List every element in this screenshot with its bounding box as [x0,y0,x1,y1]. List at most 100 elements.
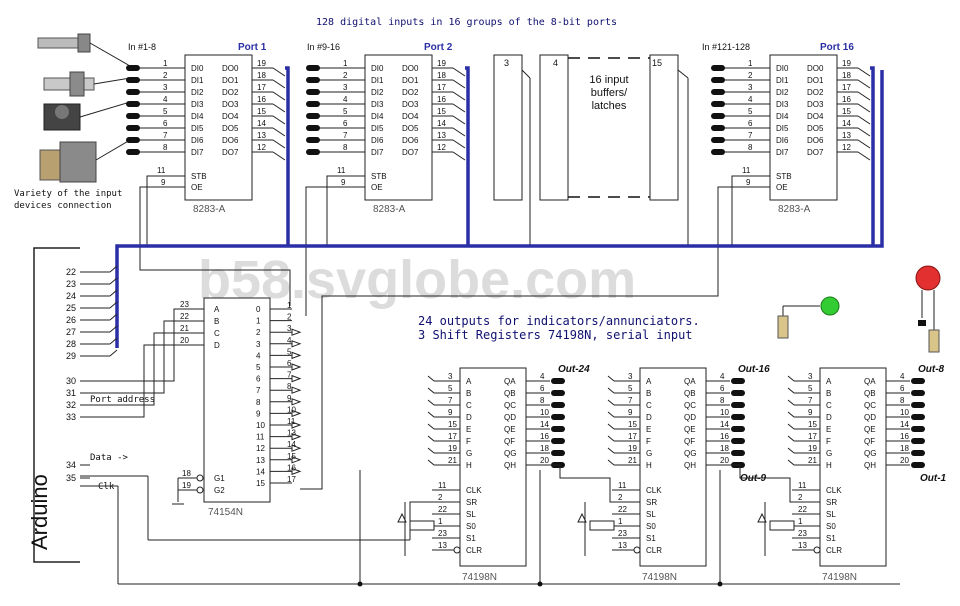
out-top-label: Out-16 [738,364,770,375]
port-right-pin-number: 14 [437,119,446,128]
decoder-output-label: 8 [256,398,261,407]
sr-input-slash [607,387,615,394]
sr-output-pad [911,462,925,468]
bus-fan-wire [109,301,118,309]
sr-right-label: QA [684,377,696,386]
port-di-label: DI6 [776,136,789,145]
sr-ctrl-label: CLK [466,486,482,495]
sr-right-label: QF [684,437,695,446]
decoder-output-label: 13 [256,456,265,465]
sr-input-slash [427,399,435,406]
port-left-pin-number: 1 [343,59,348,68]
sr-right-label: QC [684,401,696,410]
sr-output-pad [551,450,565,456]
serial-data-wire [409,501,432,540]
decoder-output-pin: 3 [287,324,292,333]
sr-right-label: QF [504,437,515,446]
rotary-switch-icon [39,139,131,183]
out-top-label: Out-8 [918,364,945,375]
sr-right-label: QD [864,413,876,422]
sr-right-label: QE [864,425,876,434]
sr-ctrl-pin: 1 [618,517,623,526]
port-input-pad [126,65,140,71]
sr-left-pin: 21 [628,456,637,465]
port-do-label: DO5 [222,124,239,133]
outputs-note-line1: 24 outputs for indicators/annunciators. [418,314,700,328]
decoder-output-label: 9 [256,409,261,418]
sr-output-pad [911,390,925,396]
port-output-bend [272,79,286,89]
decoder-g-label: G2 [214,486,225,495]
sr-right-pin: 6 [900,384,905,393]
sr-right-pin: 14 [900,420,909,429]
sr-input-slash [787,435,795,442]
port-do-label: DO4 [402,112,419,121]
port-oe-label: OE [776,183,788,192]
sr-left-pin: 19 [628,444,637,453]
sr-right-label: QA [864,377,876,386]
sr-left-pin: 17 [808,432,817,441]
port-output-bend [857,115,871,125]
sr-output-pad [551,426,565,432]
sr-ctrl-pin: 2 [438,493,443,502]
port-right-pin-number: 13 [257,131,266,140]
out-bottom-label: Out-1 [920,473,947,484]
shift-register-name: 74198N [462,572,497,583]
sr-ctrl-label: S0 [646,522,656,531]
port-input-pad [306,89,320,95]
port-do-label: DO2 [402,88,419,97]
port-di-label: DI2 [776,88,789,97]
port-di-label: DI5 [191,124,204,133]
arduino-pin-29: 29 [66,351,76,361]
port1-oe-to-decoder [139,186,291,306]
port-do-label: DO3 [807,100,824,109]
port-input-pad [126,137,140,143]
arduino-pin-35: 35 [66,473,76,483]
sr-right-pin: 16 [720,432,729,441]
sr-right-pin: 20 [540,456,549,465]
sr-left-pin: 19 [808,444,817,453]
port-left-pin-number: 3 [748,83,753,92]
port-oe-pin: 9 [746,178,751,187]
sr-clr-bubble [633,546,641,554]
port-output-bend [272,91,286,101]
sr-input-slash [607,399,615,406]
sr-right-label: QH [864,461,876,470]
sr-left-label: C [826,401,832,410]
sr-input-slash [787,399,795,406]
decoder-output-arrow [291,328,302,336]
sr-right-label: QG [504,449,516,458]
sr-left-pin: 15 [628,420,637,429]
port-chip-name: 8283-A [193,204,226,215]
sr-left-label: G [646,449,652,458]
sr-right-pin: 8 [900,396,905,405]
sr-resistor [769,520,795,531]
data-label: Data -> [90,453,129,463]
sr-ctrl-label: CLK [826,486,842,495]
port-range-label: In #121-128 [702,42,750,52]
decoder-output-label: 11 [256,433,265,442]
decoder-input-label: C [214,329,220,338]
sr-input-slash [607,423,615,430]
sr-input-slash [427,447,435,454]
port-output-bend [857,91,871,101]
sr-right-label: QB [504,389,516,398]
port-input-pad [306,137,320,143]
port-address-label: Port address [90,395,155,405]
port-right-pin-number: 15 [842,107,851,116]
address-wire [90,320,204,394]
sr-ctrl-label: CLK [646,486,662,495]
port-do-label: DO3 [222,100,239,109]
port-output-bend [452,139,466,149]
sr-right-pin: 10 [900,408,909,417]
port-bus-tap [285,66,290,246]
buffer-label-15: 15 [652,58,662,68]
address-wire [90,344,204,418]
sr-input-slash [427,423,435,430]
sr-ctrl-pin: 1 [798,517,803,526]
port-do-label: DO4 [807,112,824,121]
port-oe-label: OE [371,183,383,192]
sr-ctrl-pin: 11 [618,481,627,490]
